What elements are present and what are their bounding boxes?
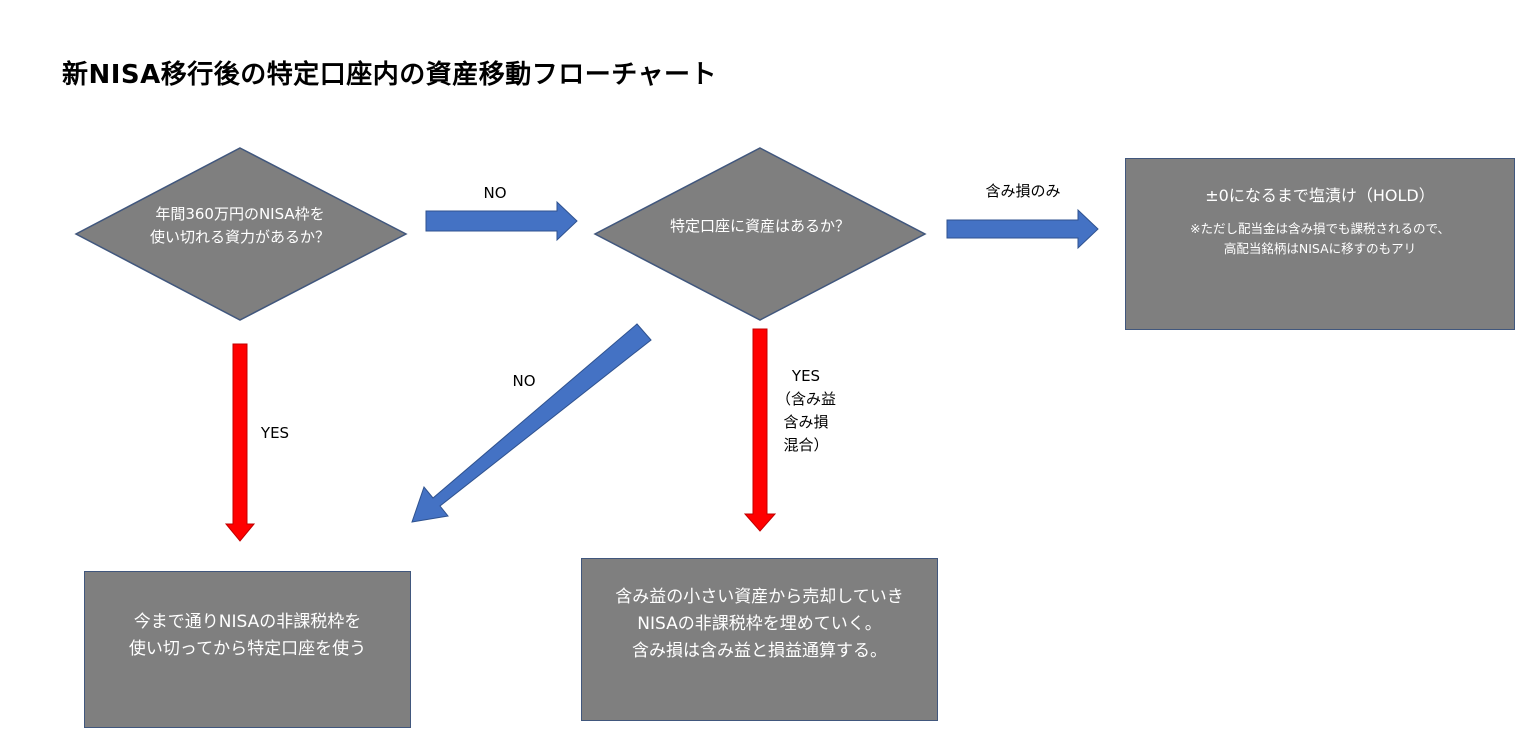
nisa-first-line1: 今まで通りNISAの非課税枠を	[133, 612, 362, 632]
decision2-line1: 特定口座に資産はあるか？	[669, 217, 850, 235]
hold-note-line2: 高配当銘柄はNISAに移すのもアリ	[1223, 241, 1417, 256]
label-yes-mixed-line4: 混合）	[783, 436, 829, 454]
label-yes-mixed-line2: （含み益	[775, 390, 836, 408]
hold-note-line1: ※ただし配当金は含み損でも課税されるので、	[1190, 221, 1450, 236]
decision1-line1: 年間360万円のNISA枠を	[155, 205, 325, 223]
label-yes-mixed: YES （含み益 含み損 混合）	[770, 365, 842, 457]
decision1-label: 年間360万円のNISA枠を 使い切れる資力があるか？	[90, 203, 390, 249]
label-no-right: NO	[483, 184, 507, 202]
label-yes-mixed-line3: 含み損	[783, 413, 829, 431]
arrow-no-to-decision2	[425, 200, 578, 242]
hold-box: ±0になるまで塩漬け（HOLD） ※ただし配当金は含み損でも課税されるので、 高…	[1125, 158, 1515, 330]
hold-heading: ±0になるまで塩漬け（HOLD）	[1205, 186, 1435, 205]
label-yes-left: YES	[260, 424, 290, 442]
nisa-first-line2: 使い切ってから特定口座を使う	[128, 639, 367, 659]
label-no-diagonal: NO	[512, 372, 536, 390]
sell-line3: 含み損は含み益と損益通算する。	[632, 641, 887, 661]
decision2-label: 特定口座に資産はあるか？	[610, 215, 910, 238]
arrow-no-to-nisa-first	[411, 323, 652, 523]
arrow-loss-only-to-hold	[946, 208, 1099, 250]
sell-line2: NISAの非課税枠を埋めていく。	[637, 614, 882, 634]
decision-diamond-specific-account	[593, 147, 927, 321]
decision-diamond-nisa-capacity	[74, 147, 408, 321]
label-loss-only: 含み損のみ	[985, 182, 1061, 200]
nisa-first-box: 今まで通りNISAの非課税枠を 使い切ってから特定口座を使う	[84, 571, 411, 728]
sell-line1: 含み益の小さい資産から売却していき	[615, 587, 904, 607]
page-title: 新NISA移行後の特定口座内の資産移動フローチャート	[62, 60, 718, 90]
arrow-yes-to-nisa-first	[224, 343, 256, 542]
label-yes-mixed-line1: YES	[791, 367, 821, 385]
sell-box: 含み益の小さい資産から売却していき NISAの非課税枠を埋めていく。 含み損は含…	[581, 558, 938, 721]
decision1-line2: 使い切れる資力があるか？	[149, 228, 330, 246]
arrow-yes-to-sell-box	[743, 328, 777, 532]
